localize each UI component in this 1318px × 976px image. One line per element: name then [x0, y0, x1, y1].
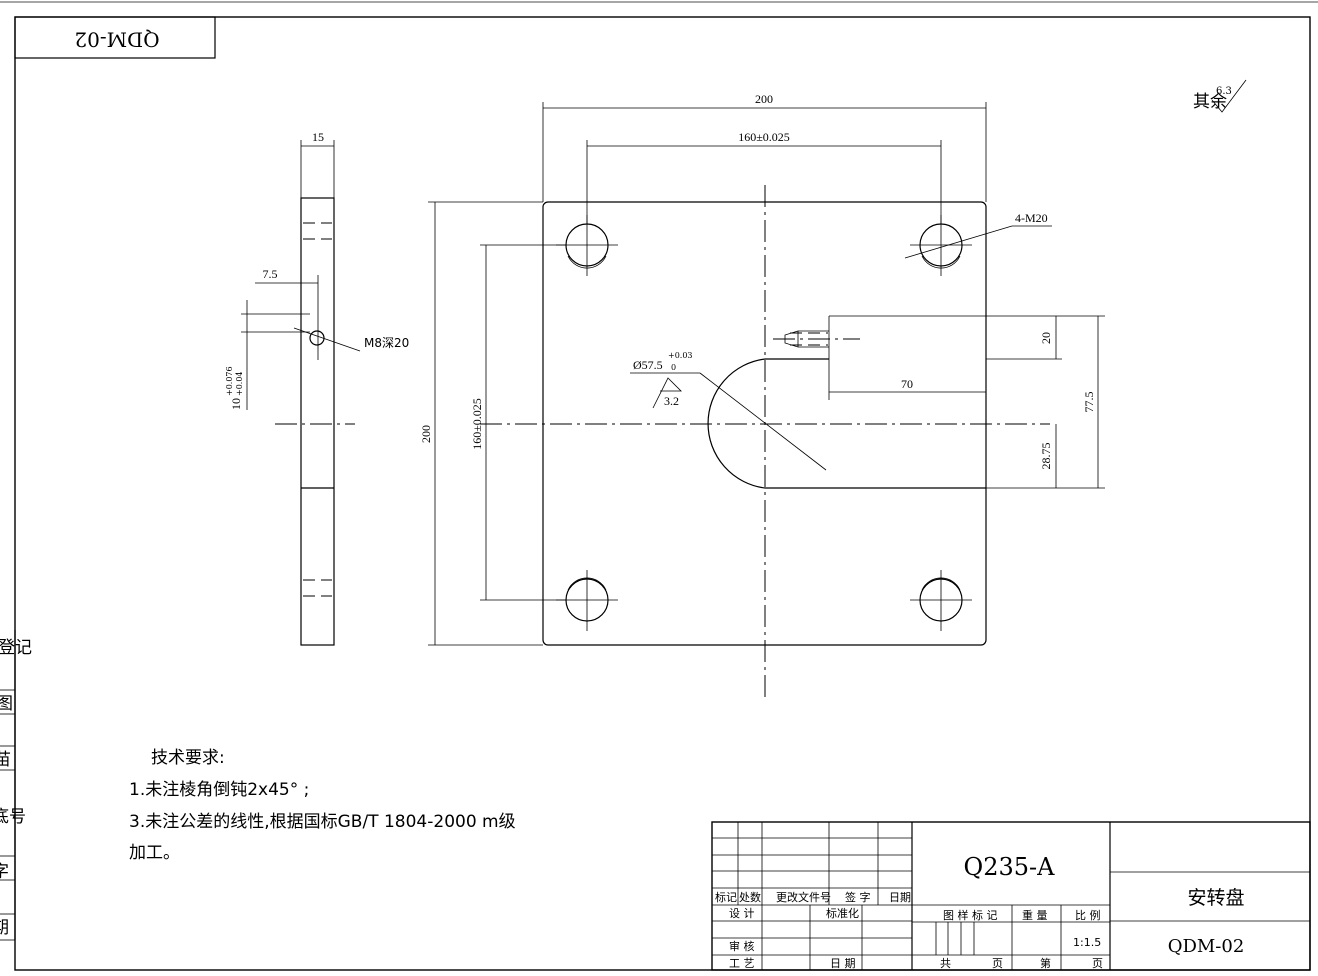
tb-scale: 1:1.5 — [1073, 936, 1101, 949]
bolt-hole-top-right — [910, 215, 972, 276]
tech-heading: 技术要求: — [151, 748, 225, 768]
slot-length-dim: 70 — [901, 377, 913, 391]
side-tol-lower: +0.04 — [235, 371, 244, 396]
bolt-hole-top-left — [556, 215, 618, 276]
drawing-number: QDM-02 — [1168, 936, 1245, 957]
slot-threaded-pin — [784, 330, 829, 348]
margin-label-3: 底号 — [0, 807, 26, 827]
tb-standardize: 标准化 — [826, 906, 859, 920]
tech-requirements: 技术要求: 1.未注棱角倒钝2x45° ; 3.未注公差的线性,根据国标GB/T… — [129, 748, 516, 863]
overall-width-dim: 200 — [755, 92, 773, 106]
part-name: 安转盘 — [1187, 887, 1244, 909]
hole-spacing-x-dim: 160±0.025 — [738, 130, 790, 144]
margin-label-4: 字 — [0, 862, 9, 882]
margin-label-5: 期 — [0, 918, 9, 938]
hole-spacing-y-dim: 160±0.025 — [470, 398, 484, 450]
roughness-triangle-icon — [652, 377, 682, 409]
front-view: 200 160±0.025 200 160±0.025 4-M20 20 28.… — [419, 92, 1105, 700]
bolt-hole-bottom-left — [556, 570, 618, 631]
rev-header-count: 处数 — [739, 891, 761, 904]
margin-label-2: 苗 — [0, 750, 11, 770]
tb-design: 设 计 — [729, 907, 755, 920]
tb-sheet-no: 第 — [1040, 956, 1051, 970]
tb-scale-label: 比 例 — [1075, 908, 1101, 922]
tb-sheet-unit2: 页 — [1092, 957, 1103, 970]
slot-center-dim: 28.75 — [1039, 443, 1053, 470]
side-height-dim: 10 — [229, 398, 243, 410]
bolt-hole-bottom-right — [910, 570, 972, 631]
rev-header-date: 日期 — [889, 891, 911, 904]
tb-process: 工 艺 — [729, 957, 755, 970]
rev-header-sign: 签 字 — [845, 890, 871, 904]
tech-item-2: 3.未注公差的线性,根据国标GB/T 1804-2000 m级 — [129, 812, 516, 832]
margin-label-1: 图 — [0, 694, 13, 714]
title-block: 标记 处数 更改文件号 签 字 日期 设 计 标准化 审 核 工 艺 日 期 Q… — [711, 821, 1311, 971]
side-view-body — [300, 197, 335, 646]
bore-dia-label: Ø57.5 — [633, 358, 663, 372]
tb-sheet-unit: 页 — [992, 957, 1003, 970]
side-offset-dim: 7.5 — [263, 267, 278, 281]
stamp-box — [14, 16, 216, 59]
thread-holes-label: 4-M20 — [1015, 211, 1048, 225]
margin-label-0: 登记 — [0, 638, 32, 658]
left-margin-strip: 登记 图 苗 底号 字 期 — [0, 630, 32, 941]
bore-arc — [707, 358, 766, 489]
tb-date: 日 期 — [830, 957, 856, 970]
tb-weight: 重 量 — [1022, 908, 1048, 922]
drawing-number-stamp: QDM-02 — [74, 28, 159, 52]
side-thread-label: M8深20 — [364, 336, 409, 350]
roughness-prefix: 其余 — [1193, 92, 1227, 112]
slot-offset-dim: 77.5 — [1082, 392, 1096, 413]
rev-header-mark: 标记 — [715, 890, 737, 904]
tb-stage-mark: 图 样 标 记 — [943, 908, 998, 922]
sheet-border — [14, 16, 1311, 971]
rev-header-doc: 更改文件号 — [776, 890, 831, 904]
roughness-symbol-icon — [1211, 79, 1247, 113]
material-label: Q235-A — [964, 853, 1056, 881]
bore-tol-lower: 0 — [671, 363, 676, 372]
tb-total: 共 — [940, 957, 951, 970]
slot-width-dim: 20 — [1039, 332, 1053, 344]
tech-item-3: 加工。 — [129, 843, 180, 863]
tech-item-1: 1.未注棱角倒钝2x45° ; — [129, 780, 309, 800]
bore-roughness: 3.2 — [664, 394, 679, 408]
side-tapped-hole — [309, 330, 325, 346]
roughness-value: 6.3 — [1216, 86, 1232, 97]
side-view: 15 7.5 M8深20 10 +0.076 +0.04 — [225, 130, 409, 646]
bore-tol-upper: +0.03 — [668, 351, 693, 360]
side-width-dim: 15 — [312, 130, 324, 144]
overall-height-dim: 200 — [419, 425, 433, 443]
side-tol-upper: +0.076 — [225, 366, 234, 396]
tb-review: 审 核 — [729, 939, 755, 953]
